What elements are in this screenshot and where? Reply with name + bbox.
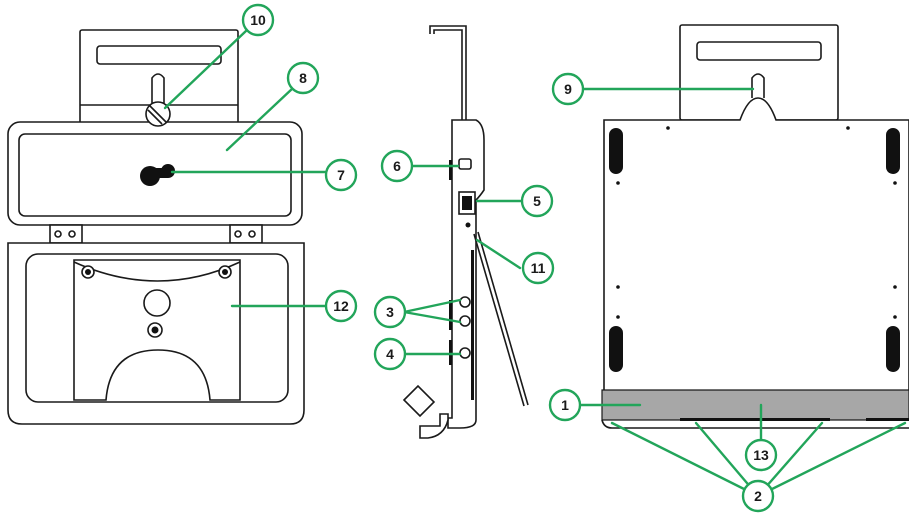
back-bottom-bar [601,389,909,421]
callout-3: 3 [373,295,407,329]
callout-13: 13 [744,438,778,472]
vent-bottom-left [609,326,623,372]
callout-7-label: 7 [337,167,345,183]
callout-9-label: 9 [564,81,572,97]
back-main-panel [603,97,909,395]
kickstand [477,231,529,406]
callout-11-label: 11 [531,260,546,276]
leader-lines [163,28,907,498]
back-view [601,24,909,429]
callout-12-label: 12 [333,298,349,314]
callout-11: 11 [521,251,555,285]
callout-7: 7 [324,158,358,192]
side-hook [429,25,467,120]
callout-5: 5 [520,184,554,218]
audio-jack-1 [459,296,471,308]
front-view [7,29,305,425]
front-lower-frame [25,253,289,403]
callout-12: 12 [324,289,358,323]
audio-jack-2 [459,315,471,327]
callout-6-label: 6 [393,158,401,174]
vent-bottom-right [886,326,900,372]
callout-9: 9 [551,72,585,106]
callout-13-label: 13 [753,447,769,463]
callout-10-label: 10 [250,12,266,28]
front-upper-window [18,133,292,217]
callout-5-label: 5 [533,193,541,209]
callout-8: 8 [286,61,320,95]
callout-6: 6 [380,149,414,183]
back-bracket-slot [696,41,822,61]
keyhole-bridge [150,168,168,178]
side-base [419,413,449,439]
callout-10: 10 [241,3,275,37]
back-screw-dots [616,126,897,319]
mount-center-hole [143,289,171,317]
micro-usb-port [458,158,472,170]
callout-2-label: 2 [754,488,762,504]
back-bracket-pin [751,73,765,98]
callout-3-label: 3 [386,304,394,320]
vent-top-right [886,128,900,174]
callout-4: 4 [373,337,407,371]
side-foot-pad [402,384,436,418]
dc-power-port [459,347,471,359]
vent-top-left [609,128,623,174]
callout-2: 2 [741,479,775,513]
callout-1-label: 1 [561,397,569,413]
callout-1: 1 [548,388,582,422]
front-bracket-pin [151,73,165,105]
callout-8-label: 8 [299,70,307,86]
callout-4-label: 4 [386,346,394,362]
side-view [402,25,529,439]
